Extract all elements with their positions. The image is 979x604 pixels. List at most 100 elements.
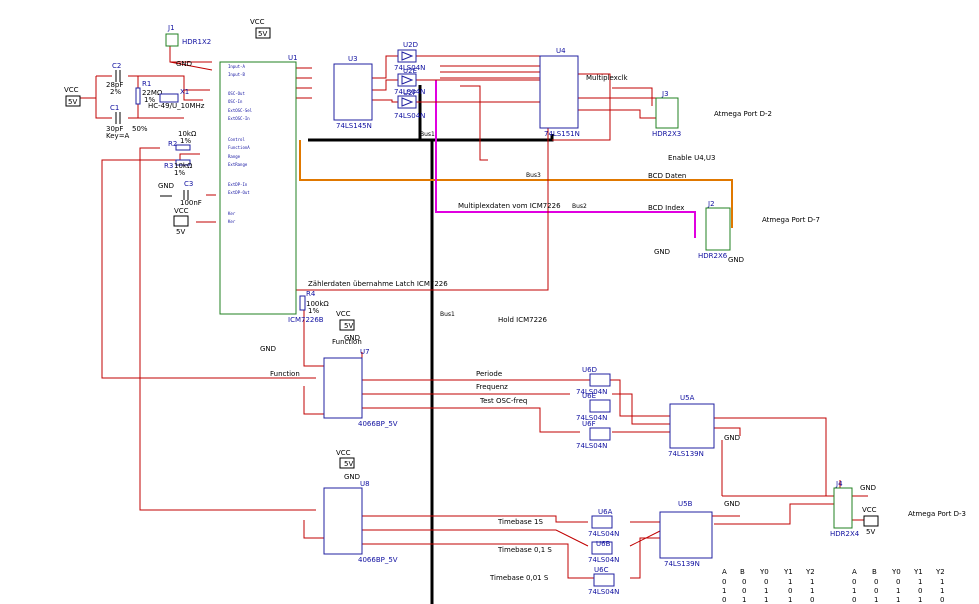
u6b-inverter: U6B 74LS04N <box>588 540 619 564</box>
vcc-top-5v: 5V <box>258 30 267 38</box>
svg-text:C3: C3 <box>184 180 193 188</box>
svg-text:100nF: 100nF <box>180 199 202 207</box>
j1-type: HDR1X2 <box>182 38 211 46</box>
j1-header <box>165 33 179 47</box>
bus1-bottom-label: Bus1 <box>440 311 455 318</box>
u6d-inverter: U6D 74LS04N <box>576 366 611 396</box>
svg-text:ExtRange: ExtRange <box>228 162 248 167</box>
svg-text:0: 0 <box>918 587 922 595</box>
c3-gnd: GND <box>158 182 174 190</box>
svg-text:1: 1 <box>722 587 726 595</box>
svg-text:B: B <box>872 568 877 576</box>
j4-5v: 5V <box>866 528 875 536</box>
vcc-mid-5v: 5V <box>176 228 185 236</box>
function-label-top: Function <box>332 338 362 346</box>
j1-gnd: GND <box>176 60 192 68</box>
u6a-inverter: U6A 74LS04N <box>588 508 619 538</box>
u8-gnd: GND <box>344 473 360 481</box>
svg-text:1%: 1% <box>180 137 191 145</box>
u6f-inverter: U6F 74LS04N <box>576 420 611 450</box>
svg-text:74LS04N: 74LS04N <box>394 88 425 96</box>
svg-text:74LS04N: 74LS04N <box>576 414 607 422</box>
svg-text:28pF: 28pF <box>106 81 123 89</box>
svg-text:R2: R2 <box>168 140 177 148</box>
bus2-wire <box>435 80 696 238</box>
u8-vcc-box <box>339 457 355 469</box>
svg-text:1: 1 <box>852 587 856 595</box>
u7-5v: 5V <box>344 322 353 330</box>
r2-resistor: R2 10kΩ 1% <box>168 130 197 151</box>
u8-vcc: VCC <box>336 449 351 457</box>
svg-text:ExtOSC-In: ExtOSC-In <box>228 116 250 121</box>
r3-resistor: R3 10kΩ 1% <box>164 159 193 177</box>
svg-text:1: 1 <box>742 596 746 604</box>
svg-text:U6F: U6F <box>582 420 596 428</box>
svg-text:Y1: Y1 <box>783 568 793 576</box>
multiplex-clk-label: Multiplexclk <box>586 74 628 82</box>
vcc-left-label: VCC <box>64 86 79 94</box>
u5a-gnd: GND <box>724 434 740 442</box>
svg-text:B: B <box>740 568 745 576</box>
frequenz-label: Frequenz <box>476 383 508 391</box>
svg-text:1: 1 <box>940 578 944 586</box>
u4-type: 74LS151N <box>544 130 580 138</box>
hold-label: Hold ICM7226 <box>498 316 548 324</box>
j2-gnd-right: GND <box>728 256 744 264</box>
svg-text:OSC-Out: OSC-Out <box>228 91 245 96</box>
svg-text:1%: 1% <box>174 169 185 177</box>
svg-text:1: 1 <box>918 578 922 586</box>
svg-text:FunctionA: FunctionA <box>228 145 250 150</box>
svg-text:U2D: U2D <box>403 41 418 49</box>
vcc-mid-label: VCC <box>174 207 189 215</box>
c2-capacitor: C2 28pF 2% <box>106 62 123 96</box>
u6c-inverter: U6C 74LS04N <box>588 566 619 596</box>
svg-text:C2: C2 <box>112 62 121 70</box>
bus3-wire <box>299 140 733 228</box>
svg-text:50%: 50% <box>132 125 148 133</box>
svg-text:Ker: Ker <box>228 211 236 216</box>
svg-text:0: 0 <box>852 578 856 586</box>
test-osc-label: Test OSC-freq <box>479 397 527 405</box>
u7-vcc: VCC <box>336 310 351 318</box>
periode-label: Periode <box>476 370 502 378</box>
svg-text:0: 0 <box>722 578 726 586</box>
svg-text:U6C: U6C <box>594 566 609 574</box>
u5b-gnd: GND <box>724 500 740 508</box>
svg-text:Y2: Y2 <box>935 568 945 576</box>
svg-text:Range: Range <box>228 154 241 159</box>
svg-text:0: 0 <box>764 578 768 586</box>
svg-text:1: 1 <box>874 596 878 604</box>
u2f-inverter: U2F 74LS04N <box>394 89 425 120</box>
function-label-left: Function <box>270 370 300 378</box>
svg-text:Y1: Y1 <box>913 568 923 576</box>
svg-text:0: 0 <box>874 587 878 595</box>
u7-gnd: GND <box>344 334 360 342</box>
u1-gnd: GND <box>260 345 276 353</box>
u2d-inverter: U2D 74LS04N <box>394 41 425 72</box>
svg-text:74LS04N: 74LS04N <box>588 588 619 596</box>
u2e-inverter: U2E 74LS04N <box>394 67 425 96</box>
u6e-inverter: U6E 74LS04N <box>576 392 611 422</box>
j1-ref: J1 <box>167 24 175 32</box>
u8-5v: 5V <box>344 460 353 468</box>
bcd-index-label: BCD Index <box>648 204 684 212</box>
timebase-01s-label: Timebase 0,1 S <box>497 546 552 554</box>
svg-text:0: 0 <box>874 578 878 586</box>
svg-text:ExtDP-In: ExtDP-In <box>228 182 248 187</box>
u3-chip <box>333 63 373 121</box>
vcc-top-label: VCC <box>250 18 265 26</box>
enable-label: Enable U4,U3 <box>668 154 715 162</box>
svg-text:22MΩ: 22MΩ <box>142 89 163 97</box>
u7-chip <box>323 357 363 419</box>
svg-text:1: 1 <box>764 587 768 595</box>
svg-text:C1: C1 <box>110 104 119 112</box>
svg-text:Y2: Y2 <box>805 568 815 576</box>
svg-text:1: 1 <box>896 587 900 595</box>
vcc-mid-box <box>173 215 189 227</box>
j2-header <box>705 207 731 251</box>
u5b-chip <box>659 511 713 559</box>
svg-text:ExtDP-Out: ExtDP-Out <box>228 190 250 195</box>
svg-text:74LS04N: 74LS04N <box>588 556 619 564</box>
svg-text:0: 0 <box>722 596 726 604</box>
u5a-type: 74LS139N <box>668 450 704 458</box>
